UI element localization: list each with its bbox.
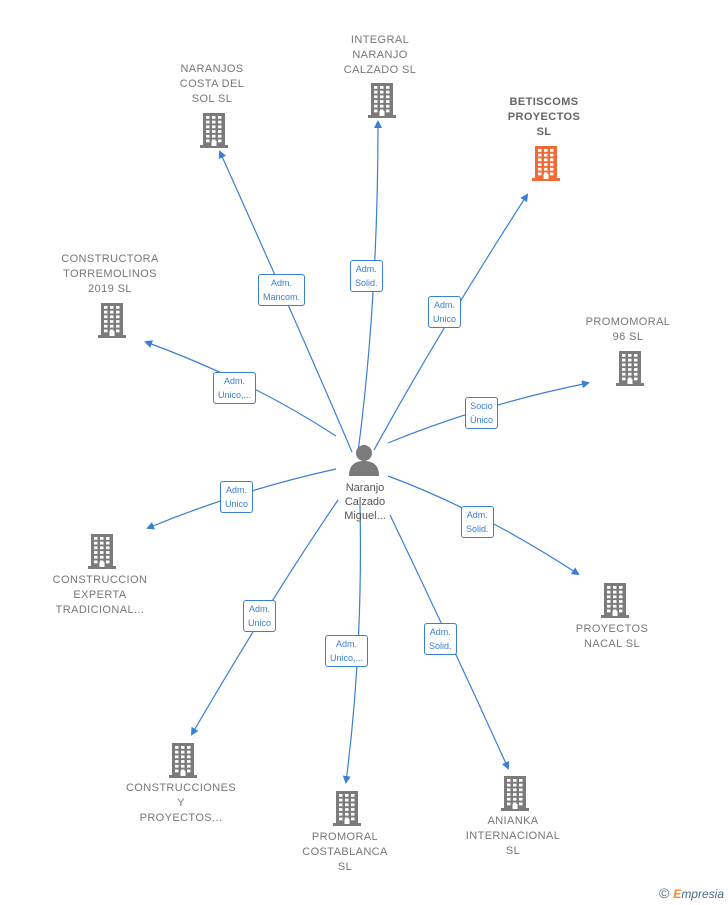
company-name: PROMORAL COSTABLANCA SL (302, 831, 388, 873)
building-icon[interactable] (615, 350, 645, 386)
relation-label[interactable]: Adm. Mancom. (258, 274, 306, 306)
company-construcciones[interactable]: CONSTRUCCIONES Y PROYECTOS... (106, 781, 256, 826)
company-promomoral[interactable]: PROMOMORAL 96 SL (553, 315, 703, 345)
relation-label[interactable]: Adm. Unico,... (325, 635, 369, 667)
company-name: INTEGRAL NARANJO CALZADO SL (343, 34, 417, 76)
building-icon[interactable] (87, 533, 117, 569)
building-icon[interactable] (367, 82, 397, 118)
relation-label[interactable]: Adm. Solid. (350, 260, 383, 292)
relation-label[interactable]: Adm. Solid. (461, 506, 494, 538)
relation-label[interactable]: Adm. Solid. (424, 623, 457, 655)
company-naranjos[interactable]: NARANJOS COSTA DEL SOL SL (137, 62, 287, 107)
building-icon[interactable] (168, 742, 198, 778)
company-promoral[interactable]: PROMORAL COSTABLANCA SL (270, 830, 420, 875)
company-constructora[interactable]: CONSTRUCTORA TORREMOLINOS 2019 SL (35, 252, 185, 297)
building-icon[interactable] (199, 112, 229, 148)
company-name: PROMOMORAL 96 SL (585, 316, 671, 343)
building-icon-highlight[interactable] (531, 145, 561, 181)
company-name: ANIANKA INTERNACIONAL SL (465, 815, 561, 857)
relation-label[interactable]: Adm. Unico,... (213, 372, 257, 404)
person-name[interactable]: Naranjo Calzado Miguel... (344, 482, 386, 522)
company-betiscoms[interactable]: BETISCOMS PROYECTOS SL (469, 95, 619, 140)
relation-label[interactable]: Adm. Unico (220, 481, 254, 513)
building-icon[interactable] (97, 302, 127, 338)
company-name: PROYECTOS NACAL SL (575, 623, 649, 650)
company-anianka[interactable]: ANIANKA INTERNACIONAL SL (438, 814, 588, 859)
company-integral[interactable]: INTEGRAL NARANJO CALZADO SL (305, 33, 455, 78)
company-construccion[interactable]: CONSTRUCCION EXPERTA TRADICIONAL... (25, 573, 175, 618)
relation-label[interactable]: Socio Único (465, 397, 499, 429)
person-icon[interactable] (346, 443, 382, 477)
relation-label[interactable]: Adm. Unico (243, 600, 277, 632)
company-name: BETISCOMS PROYECTOS SL (507, 96, 581, 138)
relation-label[interactable]: Adm. Unico (428, 296, 462, 328)
company-name: CONSTRUCCION EXPERTA TRADICIONAL... (52, 574, 148, 616)
company-name: CONSTRUCTORA TORREMOLINOS 2019 SL (61, 253, 159, 295)
relation-edge-naranjos (218, 150, 353, 453)
brand-name: mpresia (681, 887, 724, 901)
relation-edge-integral (357, 120, 382, 453)
company-nacal[interactable]: PROYECTOS NACAL SL (537, 622, 687, 652)
copyright-icon: © (658, 885, 670, 901)
footer-brand: ©Empresia (659, 885, 724, 901)
building-icon[interactable] (332, 790, 362, 826)
brand-initial: E (673, 887, 682, 901)
building-icon[interactable] (600, 582, 630, 618)
building-icon[interactable] (500, 775, 530, 811)
company-name: CONSTRUCCIONES Y PROYECTOS... (125, 782, 237, 824)
company-name: NARANJOS COSTA DEL SOL SL (179, 63, 245, 105)
